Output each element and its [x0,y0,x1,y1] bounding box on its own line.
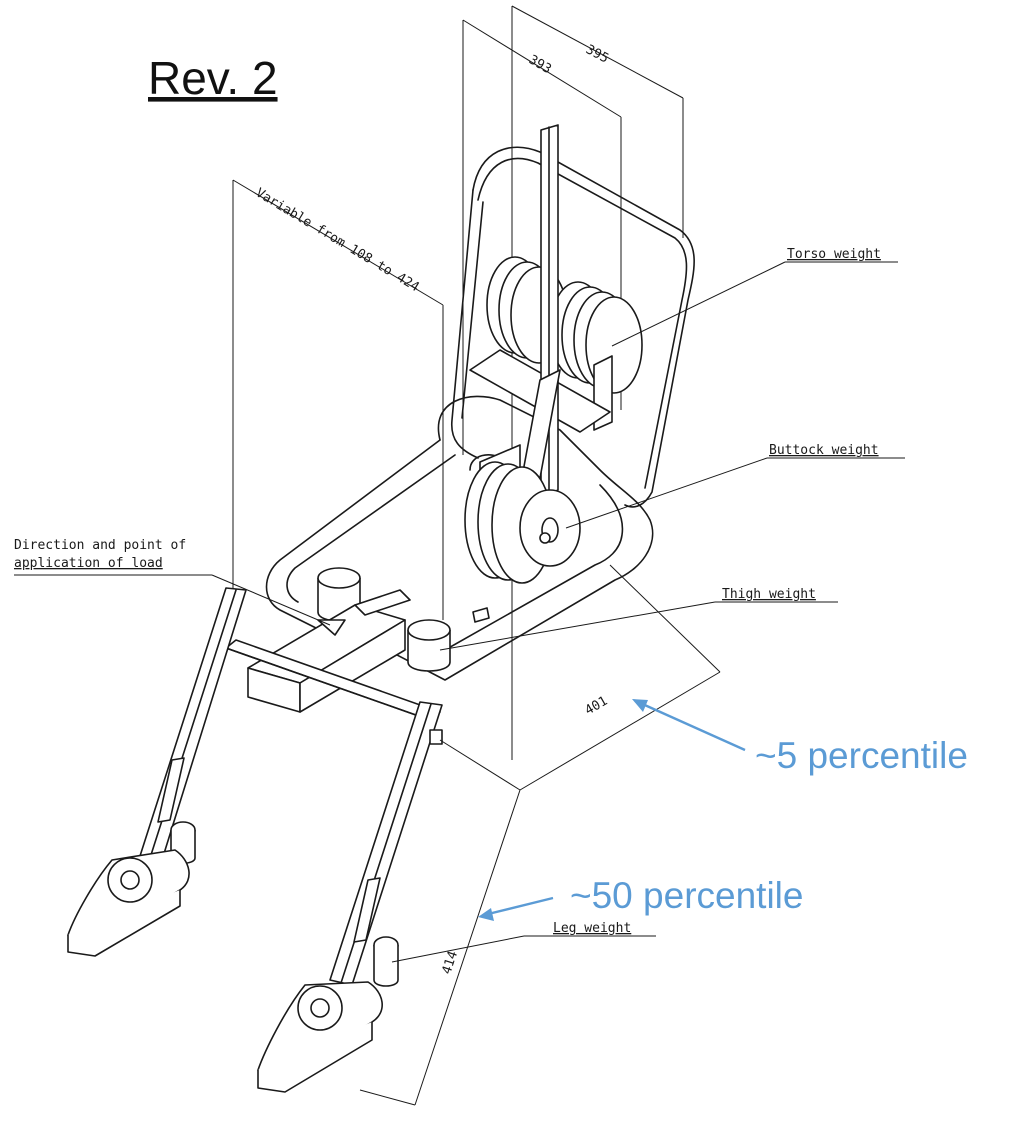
dim-401-text: 401 [583,694,611,719]
right-leg [257,701,443,1093]
dimension-variable: Variable from 108 to 424 [232,179,444,620]
annotation-50-percentile: ~50 percentile [478,875,803,921]
seat-back [265,146,695,681]
callout-leg: Leg weight [391,921,656,963]
buttock-weight [464,461,581,584]
annotation-5-text: ~5 percentile [755,735,968,776]
callout-buttock: Buttock weight [565,443,905,529]
label-buttock-weight: Buttock weight [769,443,879,458]
label-thigh-weight: Thigh weight [722,587,816,602]
label-leg-weight: Leg weight [553,921,631,936]
slot-detail [472,607,490,623]
dim-395-text: 395 [583,42,611,66]
dim-414-text: 414 [440,949,462,976]
thigh-weight-right [407,619,451,672]
dimension-401: 401 [439,564,721,791]
label-load-line2: application of load [14,556,163,571]
callout-torso: Torso weight [611,247,898,347]
revision-title: Rev. 2 [148,52,278,104]
label-load-line1: Direction and point of [14,538,186,553]
callout-thigh: Thigh weight [439,587,838,651]
annotation-50-text: ~50 percentile [570,875,803,916]
dim-variable-text: Variable from 108 to 424 [253,186,422,296]
label-torso-weight: Torso weight [787,247,881,262]
left-leg [67,587,247,957]
callout-load: Direction and point of application of lo… [14,538,331,626]
annotation-5-percentile: ~5 percentile [632,699,968,776]
